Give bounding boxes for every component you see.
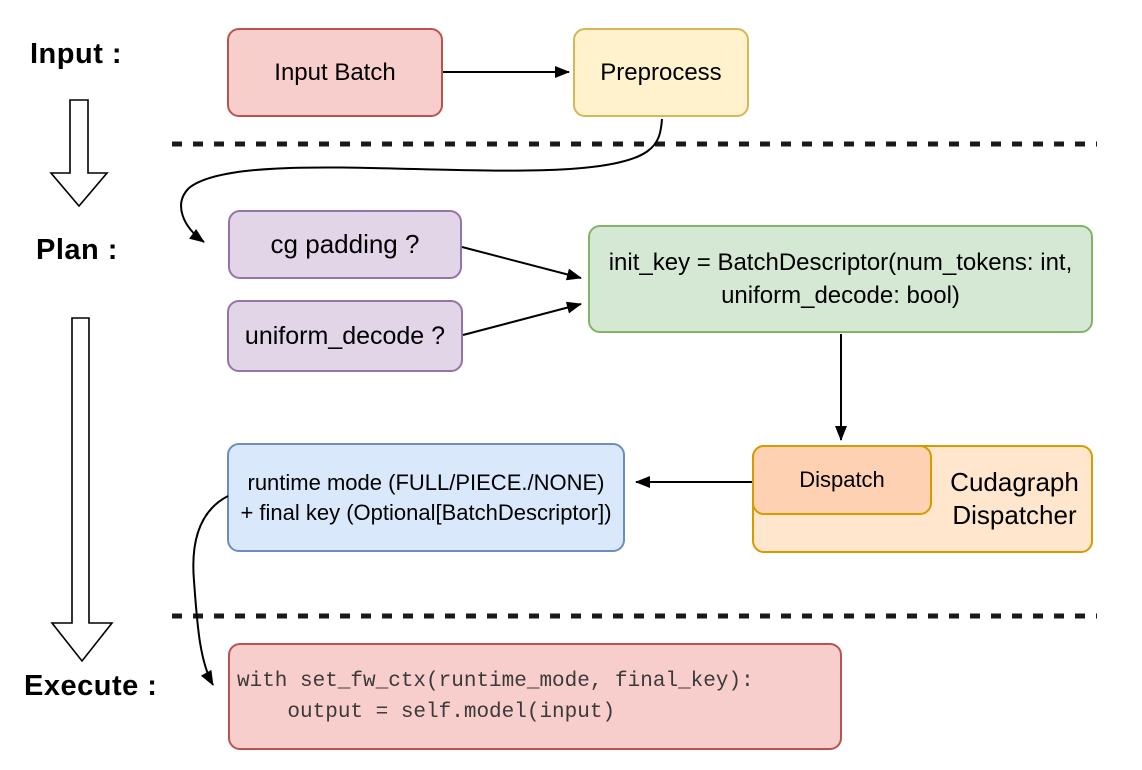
cg-padding-label: cg padding ?	[270, 229, 420, 259]
cudagraph-line2: Dispatcher	[952, 500, 1077, 530]
init-key-line1: init_key = BatchDescriptor(num_tokens: i…	[608, 249, 1073, 276]
stage-label-plan: Plan :	[36, 234, 118, 266]
stage-label-input: Input :	[30, 38, 123, 70]
input-batch-label: Input Batch	[274, 58, 396, 86]
execute-code-node: with set_fw_ctx(runtime_mode, final_key)…	[228, 643, 842, 750]
code-line1: with set_fw_ctx(runtime_mode, final_key)…	[237, 669, 754, 693]
code-line2: output = self.model(input)	[237, 700, 616, 724]
preprocess-label: Preprocess	[600, 58, 722, 86]
dispatch-label: Dispatch	[799, 467, 885, 492]
cudagraph-line1: Cudagraph	[950, 467, 1079, 497]
stage-label-execute: Execute :	[24, 670, 158, 702]
hollow-down-arrow-input	[49, 99, 109, 208]
arrow-uniformdecode-to-initkey	[462, 301, 582, 336]
init-key-node: init_key = BatchDescriptor(num_tokens: i…	[588, 225, 1093, 333]
hollow-down-arrow-plan	[50, 317, 114, 663]
dispatch-node: Dispatch	[752, 445, 932, 515]
uniform-decode-label: uniform_decode ?	[244, 321, 446, 350]
arrow-runtimemode-to-executecode	[192, 495, 229, 686]
runtime-mode-node: runtime mode (FULL/PIECE./NONE) + final …	[227, 443, 625, 552]
arrow-cgpadding-to-initkey	[461, 246, 582, 281]
preprocess-node: Preprocess	[573, 28, 749, 117]
runtime-mode-line1: runtime mode (FULL/PIECE./NONE)	[247, 469, 605, 495]
init-key-line2: uniform_decode: bool)	[721, 282, 960, 309]
cg-padding-node: cg padding ?	[228, 210, 462, 279]
uniform-decode-node: uniform_decode ?	[227, 300, 463, 372]
runtime-mode-line2: + final key (Optional[BatchDescriptor])	[240, 499, 612, 525]
cudagraph-dispatcher-label: Cudagraph Dispatcher	[937, 447, 1092, 551]
input-batch-node: Input Batch	[227, 28, 443, 117]
